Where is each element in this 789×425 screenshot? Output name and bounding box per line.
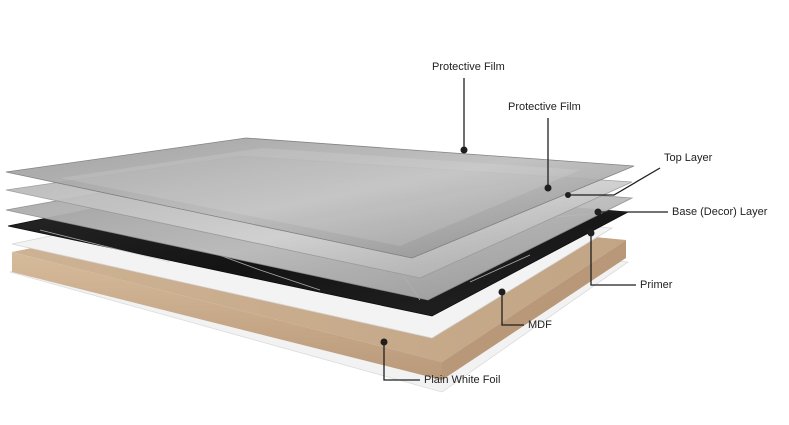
- dot-base-decor-layer: [594, 208, 602, 216]
- protective-film-top-layer: [5, 137, 635, 259]
- dot-primer: [587, 229, 595, 237]
- leader-top-layer: [568, 167, 661, 196]
- label-protective-film-2: Protective Film: [508, 101, 581, 113]
- leader-primer: [590, 233, 636, 286]
- label-base-decor-layer: Base (Decor) Layer: [672, 206, 768, 218]
- label-mdf: MDF: [528, 319, 552, 331]
- mdf-layer-front-right: [442, 240, 626, 380]
- dot-protective-film-1: [460, 146, 468, 154]
- leader-dots: [380, 146, 602, 346]
- dot-protective-film-2: [544, 184, 552, 192]
- dot-top-layer: [565, 192, 571, 198]
- label-top-layer: Top Layer: [664, 152, 713, 164]
- protective-film-sheen: [60, 148, 580, 246]
- label-protective-film-1: Protective Film: [432, 61, 505, 73]
- dot-mdf: [498, 288, 506, 296]
- mdf-layer-front-left: [12, 252, 442, 380]
- label-primer: Primer: [640, 279, 673, 291]
- label-plain-white-foil: Plain White Foil: [424, 374, 501, 386]
- leader-lines: [383, 78, 668, 381]
- dot-plain-white-foil: [380, 338, 388, 346]
- leader-plain-white-foil: [383, 342, 420, 381]
- leader-mdf: [501, 292, 524, 326]
